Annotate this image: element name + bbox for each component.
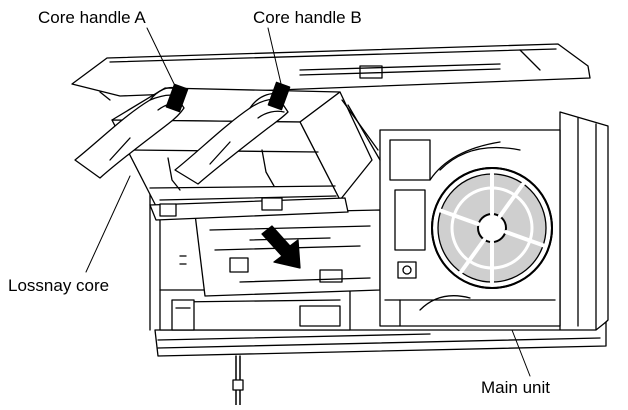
label-core-handle-a: Core handle A [38, 8, 146, 27]
label-core-handle-b: Core handle B [253, 8, 362, 27]
leader-main-unit [512, 330, 530, 376]
main-unit-housing [72, 44, 608, 356]
core-handle-b-shape [268, 82, 289, 109]
suspension-rod [233, 356, 243, 405]
leader-core-handle-b [268, 28, 282, 88]
core-handle-a-shape [166, 84, 187, 111]
label-lossnay-core: Lossnay core [8, 276, 110, 295]
label-main-unit: Main unit [481, 378, 550, 397]
leader-lines [86, 28, 530, 376]
pull-direction-arrow [262, 226, 300, 268]
leader-core-handle-a [147, 28, 178, 92]
leader-lossnay-core [86, 176, 130, 272]
fan-filter-grille [432, 168, 552, 288]
